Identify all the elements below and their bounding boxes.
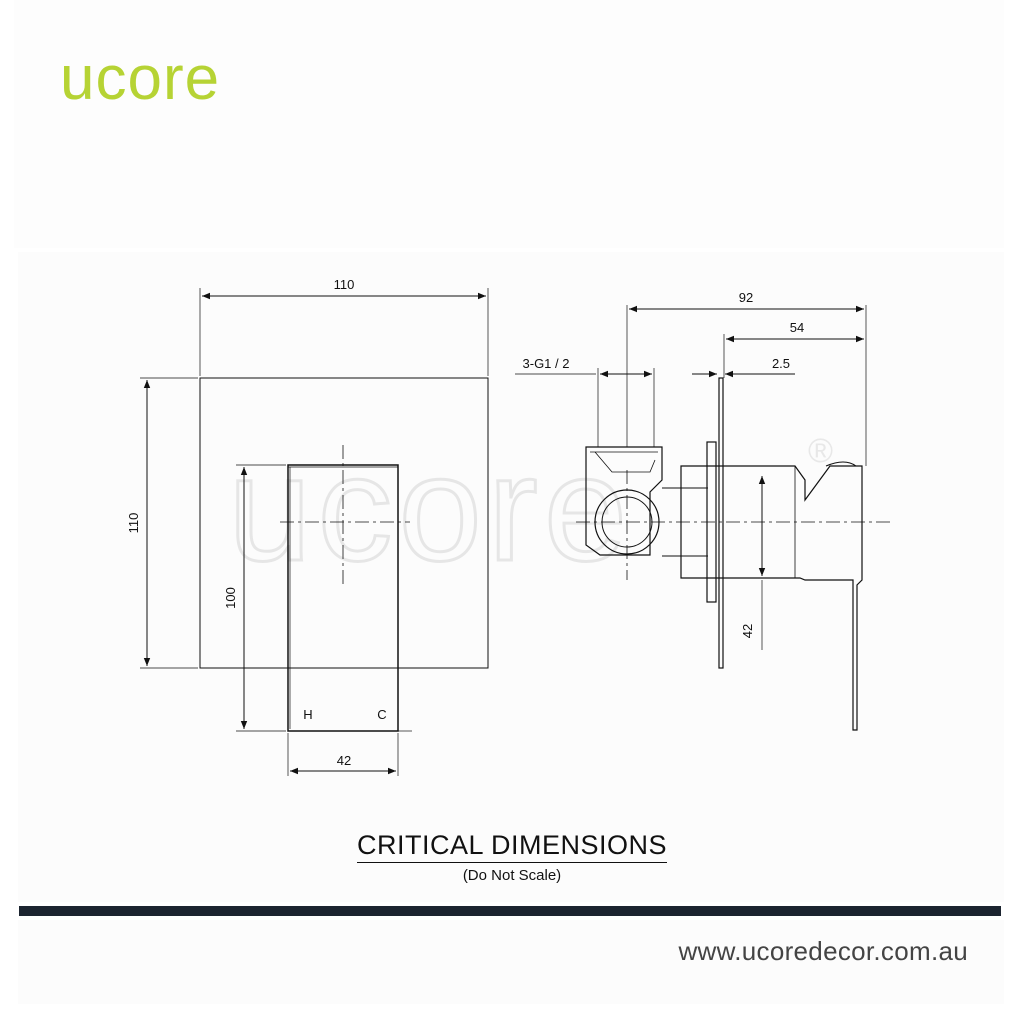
footer-panel [18,920,1004,1004]
watermark-logo: ucore [228,424,633,592]
side-handle-cap [825,461,857,467]
hot-label: H [303,707,312,722]
dim-label-handle-height: 100 [223,587,238,609]
title-block: CRITICAL DIMENSIONS (Do Not Scale) [0,830,1024,884]
side-cover-plate [718,377,724,669]
dim-label-total-depth: 92 [739,290,753,305]
side-valve-body-top-detail [590,451,658,473]
dim-label-projection: 54 [790,320,804,335]
dim-label-plate-width: 110 [334,277,355,292]
dim-label-plate-thickness: 2.5 [772,356,790,371]
watermark-registered-mark: ® [808,432,833,470]
drawing-panel [18,252,1004,902]
drawing-title: CRITICAL DIMENSIONS [356,830,668,863]
front-cover-plate [199,377,489,669]
side-valve-body [585,446,663,556]
brand-logo: ucore [60,44,221,113]
dim-label-handle-width: 42 [337,753,351,768]
website-url: www.ucoredecor.com.au [678,936,968,966]
side-handle-body [680,465,863,731]
dim-label-handle-offset: 42 [740,624,755,638]
header-panel [14,0,1004,248]
dim-label-inlet: 3-G1 / 2 [523,356,570,371]
drawing-subtitle: (Do Not Scale) [462,867,562,884]
footer-divider [19,906,1001,916]
cold-label: C [377,707,386,722]
dim-label-plate-height: 110 [126,513,141,534]
